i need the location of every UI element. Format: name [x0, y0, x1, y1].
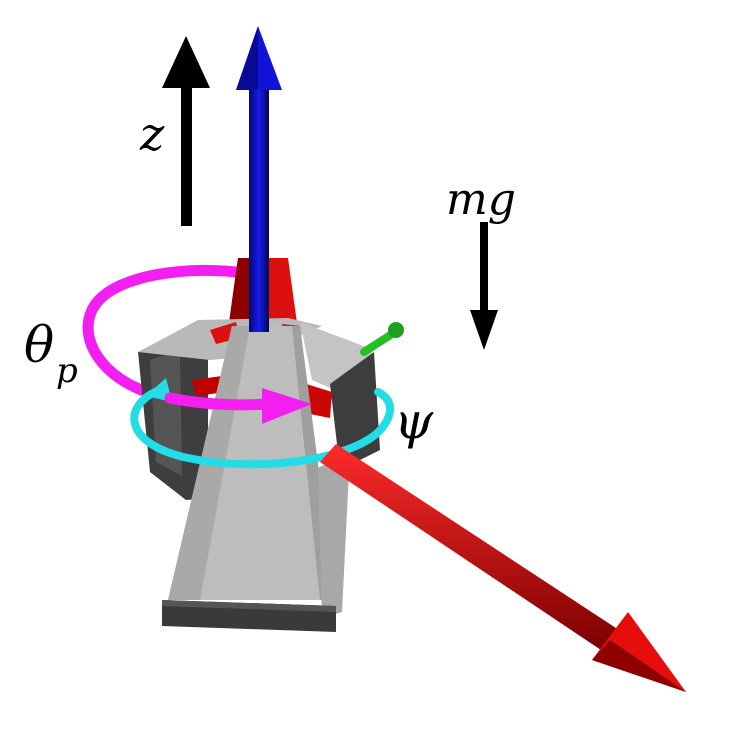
theta-label: θ: [24, 316, 54, 374]
pitch-rotation-ring-front: [164, 388, 312, 424]
z-label: z: [139, 107, 165, 161]
theta-subscript-label: p: [56, 351, 78, 391]
pitch-rotation-ring-back: [82, 264, 284, 404]
body-x-axis-arrow: [320, 444, 686, 692]
psi-label: ψ: [394, 392, 434, 450]
mg-label: mg: [446, 174, 516, 225]
body-z-axis-arrow: [236, 26, 282, 332]
gravity-arrow: [470, 222, 498, 350]
body-y-axis-arrow: [360, 322, 404, 356]
world-z-axis-arrow: [162, 36, 210, 226]
